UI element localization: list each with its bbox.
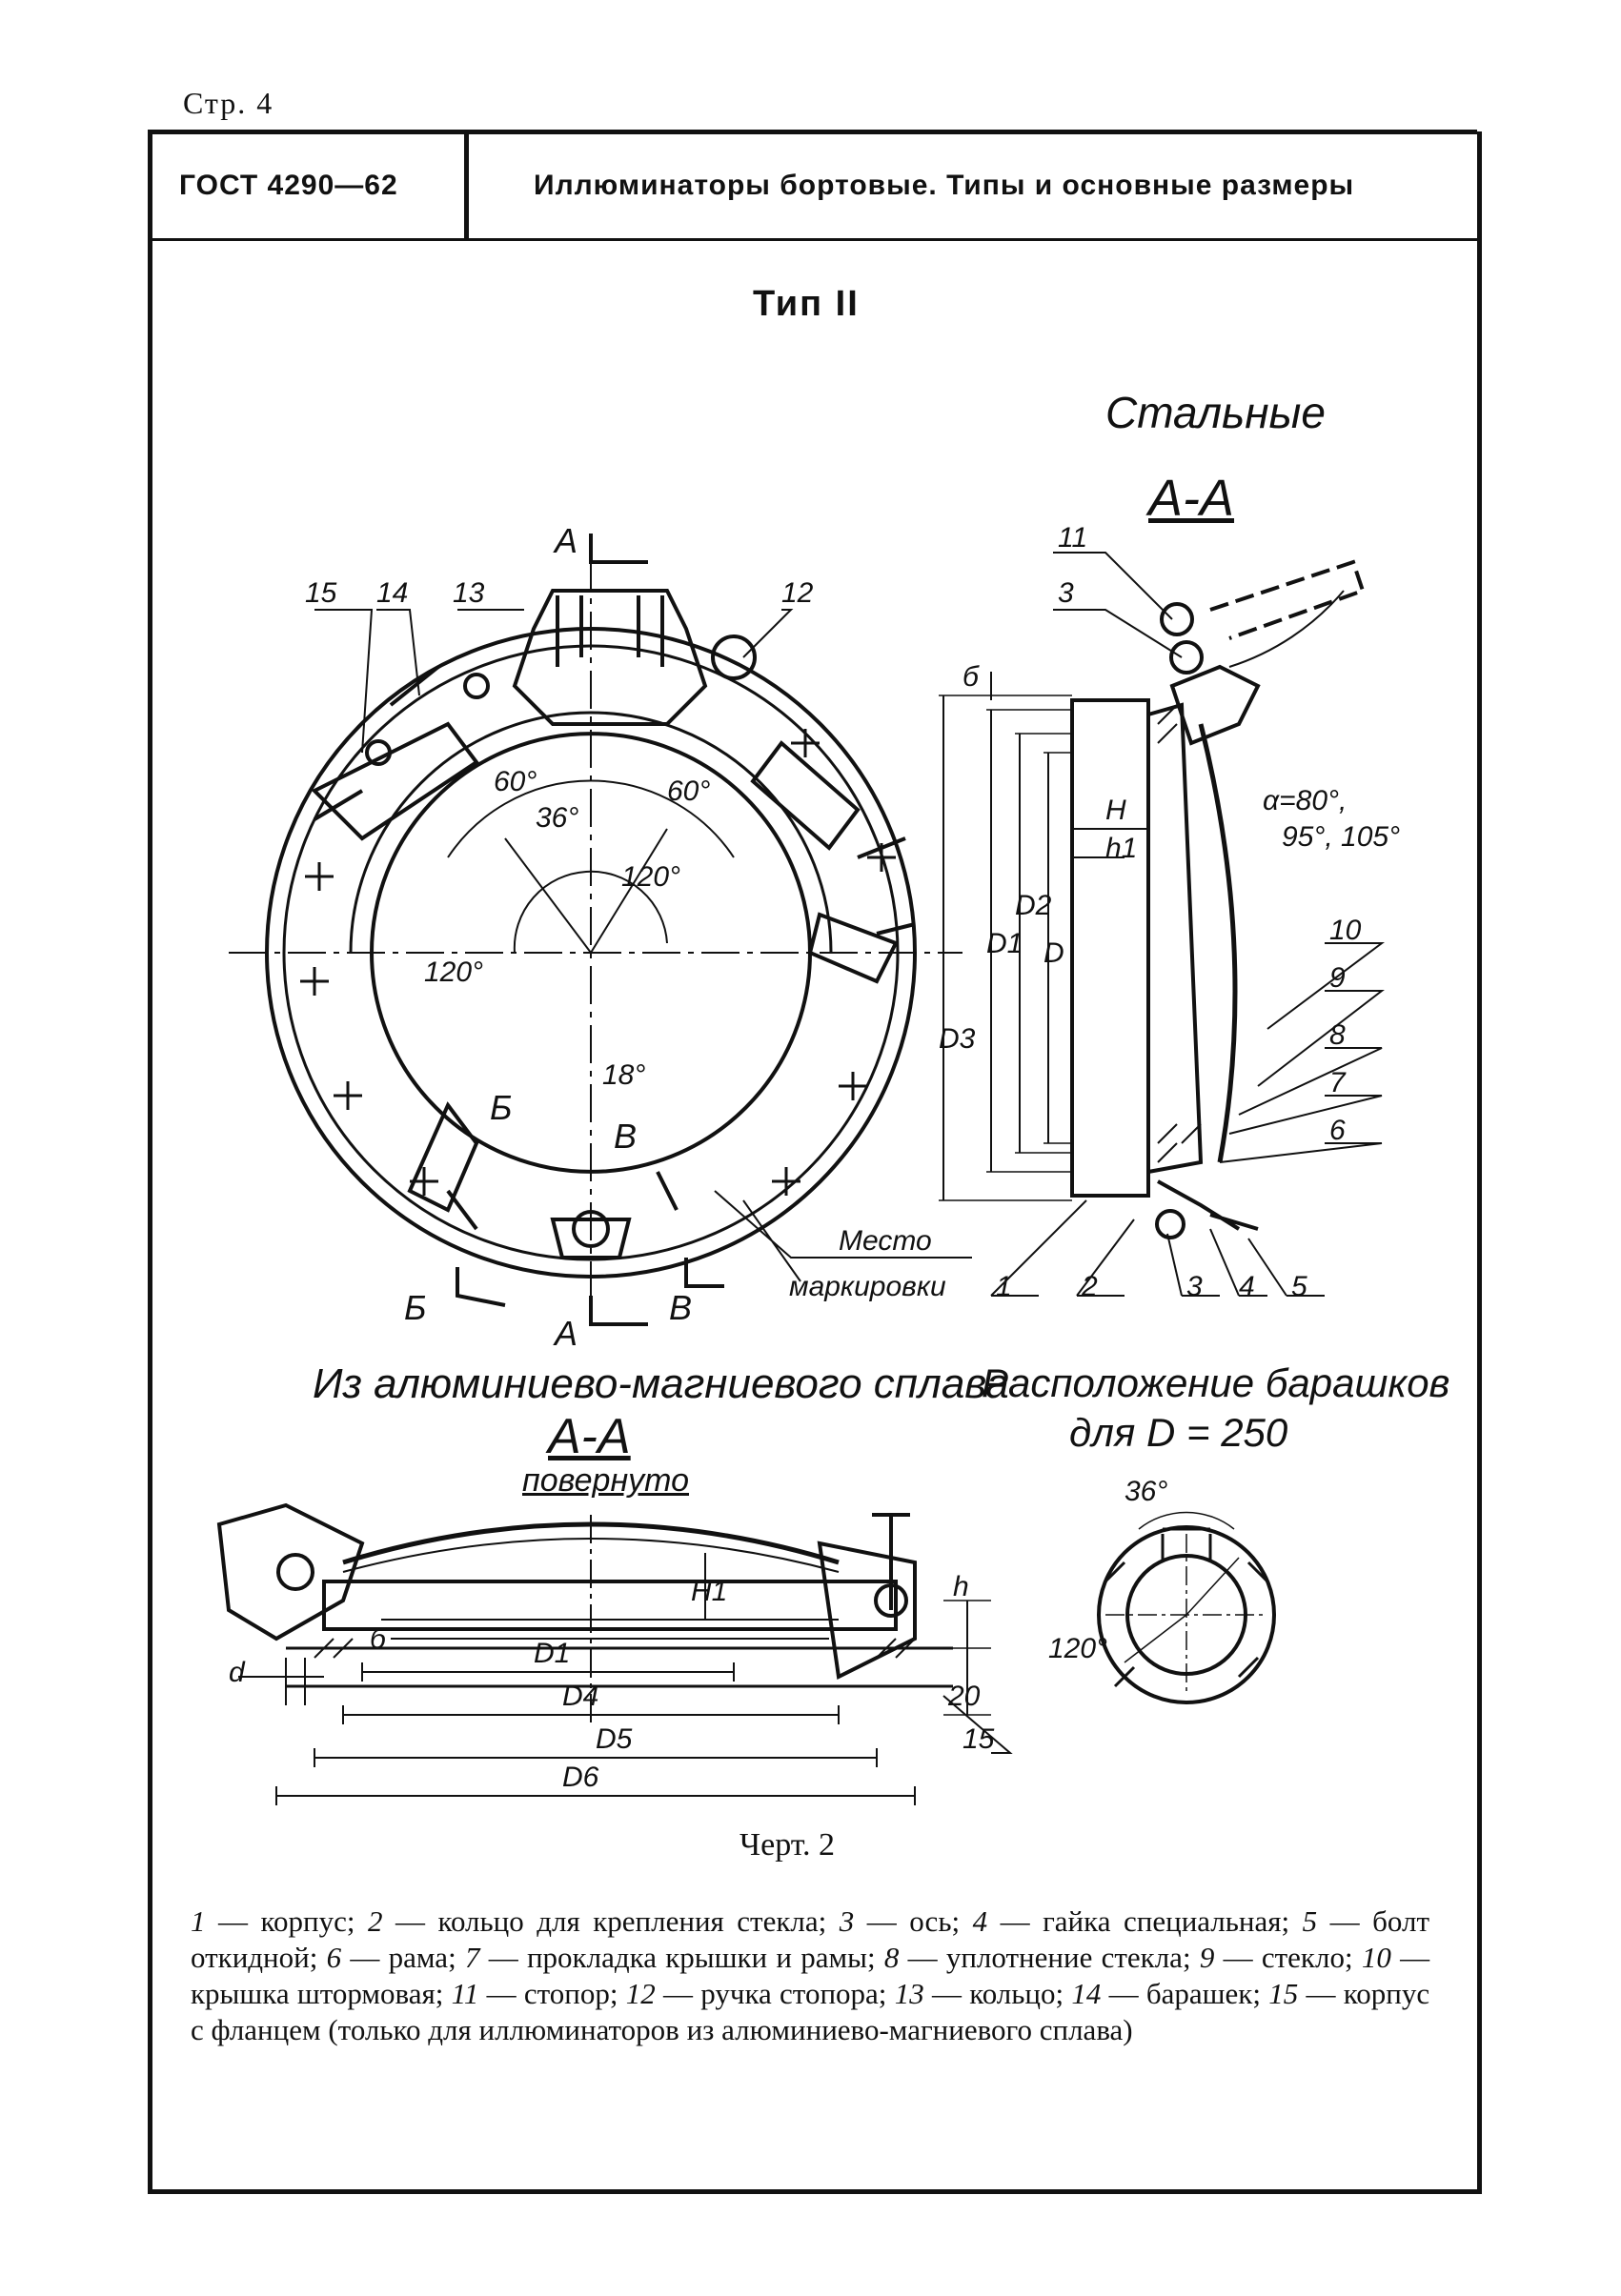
legend-item-13: 13 — кольцо; <box>894 1977 1064 2010</box>
legend-item-1: 1 — корпус; <box>191 1904 355 1938</box>
front-view <box>229 534 972 1326</box>
legend-item-6: 6 — рама; <box>326 1941 456 1974</box>
legend-item-15: 15 — корпус с фланцем (только для иллюми… <box>191 1977 1430 2046</box>
figure-caption: Черт. 2 <box>740 1827 836 1863</box>
marking-label-1: Место <box>839 1225 932 1257</box>
dim-h1: h1 <box>1105 833 1137 864</box>
marking-label-2: маркировки <box>789 1271 946 1302</box>
dim-d: d <box>229 1657 246 1688</box>
dim-D1-steel: D1 <box>986 928 1023 959</box>
legend-item-8: 8 — уплотнение стекла; <box>883 1941 1191 1974</box>
callout-12: 12 <box>781 577 814 609</box>
callout-10: 10 <box>1329 915 1362 946</box>
callout-6: 6 <box>1329 1115 1346 1146</box>
alloy-heading: Из алюминиево-магниевого сплава <box>313 1360 1009 1407</box>
legend-item-10: 10 — крышка штормовая; <box>191 1941 1430 2010</box>
legend-item-11: 11 — стопор; <box>451 1977 618 2010</box>
callout-3-top: 3 <box>1058 577 1074 609</box>
legend-item-14: 14 — барашек; <box>1071 1977 1261 2010</box>
legend-item-9: 9 — стекло; <box>1199 1941 1353 1974</box>
alloy-section-label: А-А <box>548 1409 631 1464</box>
legend-item-3: 3 — ось; <box>839 1904 961 1938</box>
dim-H1: H1 <box>691 1576 727 1607</box>
wingnut-heading-1: Расположение барашков <box>982 1360 1450 1405</box>
angle-36: 36° <box>536 802 578 834</box>
callout-15-alloy: 15 <box>962 1723 995 1755</box>
angle-60-right: 60° <box>667 775 710 807</box>
alloy-section-note: повернуто <box>522 1462 689 1499</box>
callout-7: 7 <box>1329 1067 1347 1098</box>
cut-label-b-top: Б <box>490 1088 512 1127</box>
page-label: Стр. 4 <box>183 86 274 120</box>
dim-b-steel: б <box>962 661 980 693</box>
callout-4: 4 <box>1239 1271 1255 1302</box>
wingnut-angle-36: 36° <box>1125 1476 1167 1507</box>
callout-13: 13 <box>453 577 485 609</box>
angle-60-left: 60° <box>494 766 537 797</box>
callout-5: 5 <box>1291 1271 1307 1302</box>
dim-D2: D2 <box>1015 890 1052 921</box>
steel-heading: Стальные <box>1105 388 1326 437</box>
page-frame <box>148 131 1482 2194</box>
dim-b-alloy: б <box>370 1623 387 1655</box>
callout-8: 8 <box>1329 1019 1346 1051</box>
cut-label-v-bottom: В <box>669 1288 692 1327</box>
cut-label-v-top: В <box>614 1117 637 1156</box>
wingnut-angle-120: 120° <box>1048 1633 1107 1664</box>
steel-section-label: А-А <box>1148 470 1235 527</box>
alloy-section <box>216 1502 1013 1805</box>
wingnut-heading-2: для D = 250 <box>1069 1410 1288 1455</box>
callout-3-bottom: 3 <box>1186 1271 1203 1302</box>
frame-top-rule <box>148 130 1477 134</box>
header-divider <box>464 133 469 240</box>
cut-label-a-bottom: А <box>553 1314 577 1353</box>
callout-14: 14 <box>376 577 408 609</box>
header-bottom-rule <box>148 238 1477 241</box>
dim-D6: D6 <box>562 1762 599 1793</box>
dim-D: D <box>1044 937 1064 969</box>
callout-9: 9 <box>1329 962 1346 994</box>
type-heading: Тип II <box>753 284 860 324</box>
angle-18: 18° <box>602 1059 645 1091</box>
callout-1: 1 <box>996 1271 1012 1302</box>
callout-15: 15 <box>305 577 337 609</box>
legend-item-2: 2 — кольцо для крепления стекла; <box>367 1904 827 1938</box>
callout-2: 2 <box>1081 1271 1098 1302</box>
legend-item-4: 4 — гайка специальная; <box>972 1904 1290 1938</box>
wingnut-layout <box>1097 1511 1276 1704</box>
dim-D3: D3 <box>939 1023 976 1055</box>
header-title: Иллюминаторы бортовые. Типы и основные р… <box>534 170 1355 201</box>
cut-label-a-top: А <box>553 521 577 560</box>
cut-label-b-bottom: Б <box>404 1288 426 1327</box>
dim-20: 20 <box>947 1681 981 1712</box>
dim-D4: D4 <box>562 1681 598 1712</box>
dim-D5: D5 <box>596 1723 633 1755</box>
dim-H: H <box>1105 795 1126 826</box>
legend-item-5: 5 — болт откидной; <box>191 1904 1430 1974</box>
angle-note-2: 95°, 105° <box>1282 821 1400 853</box>
callout-11: 11 <box>1058 522 1087 554</box>
legend-item-7: 7 — прокладка крышки и рамы; <box>464 1941 876 1974</box>
dim-D1-alloy: D1 <box>534 1638 570 1669</box>
steel-section <box>939 552 1385 1297</box>
standard-number: ГОСТ 4290—62 <box>179 170 398 201</box>
dim-h: h <box>953 1571 969 1602</box>
legend: 1 — корпус; 2 — кольцо для крепления сте… <box>191 1903 1429 2048</box>
angle-120-left: 120° <box>424 957 483 988</box>
legend-item-12: 12 — ручка стопора; <box>625 1977 887 2010</box>
angle-note-1: α=80°, <box>1263 785 1347 816</box>
angle-120-upper: 120° <box>621 861 680 893</box>
